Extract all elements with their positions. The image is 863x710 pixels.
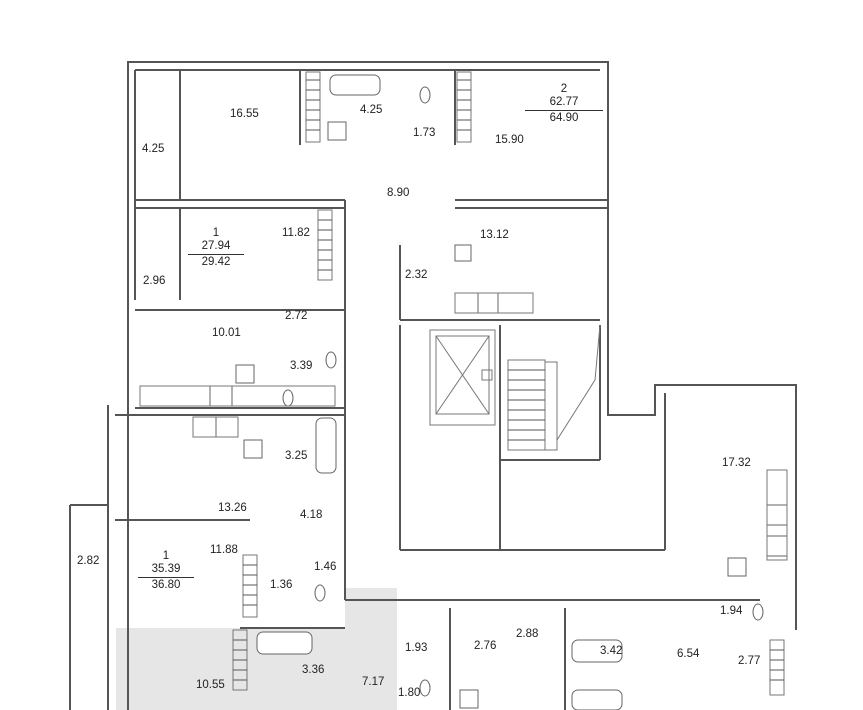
room-area-label: 13.26 — [218, 502, 247, 514]
room-area-label: 2.82 — [77, 555, 100, 567]
unit-number: 2 — [560, 83, 568, 95]
room-area-label: 1.94 — [720, 605, 743, 617]
room-area-label: 8.90 — [387, 187, 410, 199]
room-area-label: 3.39 — [290, 360, 313, 372]
room-area-label: 11.88 — [210, 544, 238, 556]
room-area-label: 15.90 — [495, 134, 524, 146]
elevator-icon — [429, 329, 496, 426]
room-area-label: 3.25 — [285, 450, 308, 462]
room-area-label: 11.82 — [282, 227, 310, 239]
room-area-label: 3.36 — [302, 664, 325, 676]
unit-living-area: 62.77 — [549, 96, 579, 108]
room-area-label: 4.25 — [142, 143, 165, 155]
room-area-label: 13.12 — [480, 229, 509, 241]
room-area-label: 2.76 — [474, 640, 497, 652]
unit-living-area: 35.39 — [151, 563, 181, 575]
room-area-label: 1.46 — [314, 561, 337, 573]
unit-summary: 2 62.77 64.90 — [525, 83, 603, 125]
room-area-label: 10.01 — [212, 327, 241, 339]
stairs-icon — [507, 324, 601, 451]
room-area-label: 7.17 — [362, 676, 385, 688]
sink-icon — [235, 121, 747, 709]
unit-total-area: 29.42 — [201, 256, 231, 268]
room-area-label: 4.18 — [300, 509, 323, 521]
unit-number: 1 — [162, 550, 170, 562]
unit-living-area: 27.94 — [201, 240, 231, 252]
unit-total-area: 64.90 — [549, 112, 579, 124]
bathtub-icon — [256, 74, 623, 710]
room-area-label: 4.25 — [360, 104, 383, 116]
room-area-label: 2.77 — [738, 655, 761, 667]
kitchen-counters — [139, 292, 788, 561]
interior-walls — [115, 70, 760, 710]
window-hatching — [232, 71, 785, 696]
room-area-label: 2.32 — [405, 269, 428, 281]
highlighted-corridor — [345, 588, 397, 710]
room-area-label: 2.88 — [516, 628, 539, 640]
toilet-icon — [282, 86, 764, 697]
room-area-label: 17.32 — [722, 457, 751, 469]
room-area-label: 1.93 — [405, 642, 428, 654]
room-area-label: 2.96 — [143, 275, 166, 287]
room-area-label: 3.42 — [600, 645, 623, 657]
room-area-label: 2.72 — [285, 310, 308, 322]
unit-number: 1 — [212, 227, 220, 239]
room-area-label: 1.73 — [413, 127, 436, 139]
unit-summary: 1 35.39 36.80 — [138, 550, 194, 592]
room-area-label: 10.55 — [196, 679, 225, 691]
unit-total-area: 36.80 — [151, 579, 181, 591]
room-area-label: 6.54 — [677, 648, 700, 660]
room-area-label: 1.36 — [270, 579, 293, 591]
room-area-label: 1.80 — [398, 687, 421, 699]
stove-icon — [209, 292, 788, 557]
room-area-label: 16.55 — [230, 108, 259, 120]
unit-summary: 1 27.94 29.42 — [188, 227, 244, 269]
outer-walls — [69, 61, 797, 710]
